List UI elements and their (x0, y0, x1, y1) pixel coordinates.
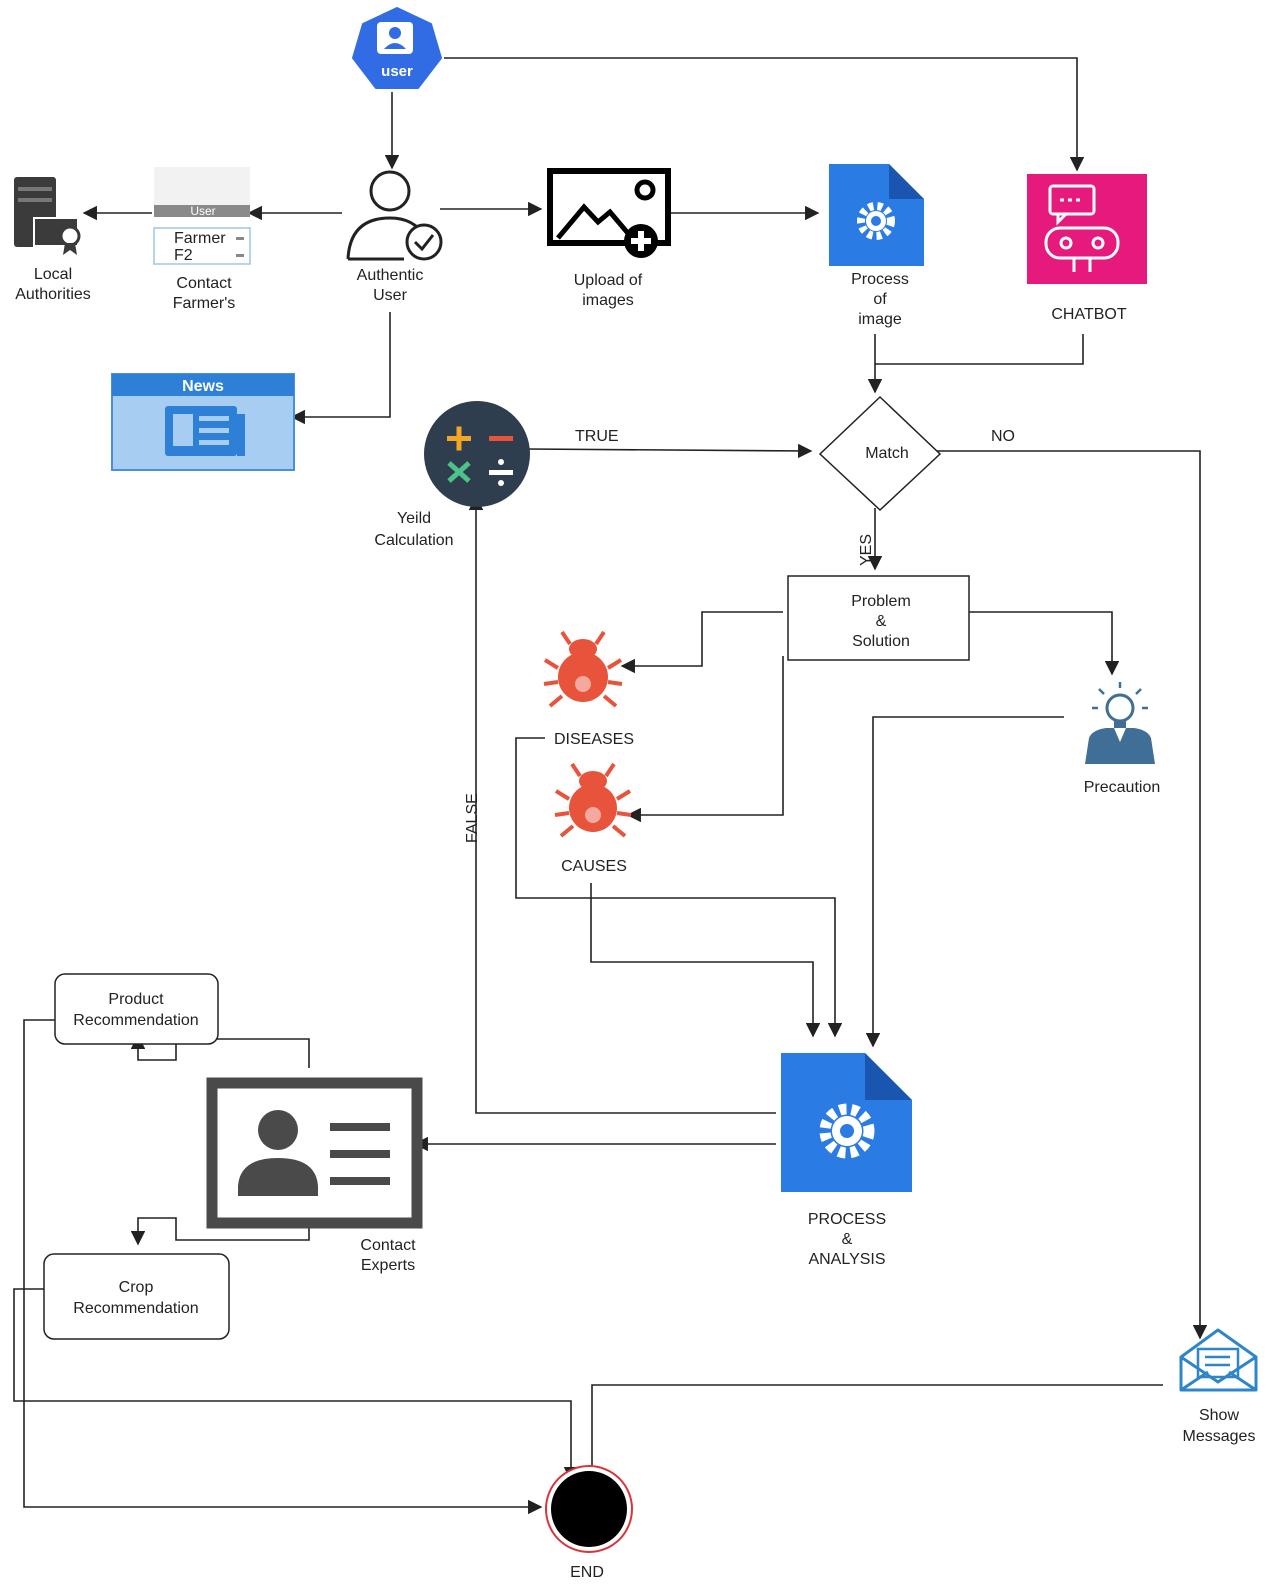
node-user[interactable]: user (352, 7, 442, 89)
node-yield-calculation[interactable]: Yeild Calculation (374, 401, 530, 549)
node-problem-line2: & (876, 613, 887, 630)
user-check-icon (346, 170, 443, 261)
node-chatbot-label: CHATBOT (1051, 306, 1126, 323)
server-certificate-icon (14, 177, 81, 255)
edge-authentic-to-news (290, 312, 391, 425)
node-analysis-line3: ANALYSIS (808, 1251, 885, 1268)
edge-label-no: NO (991, 428, 1015, 445)
bug-icon (543, 630, 623, 708)
edge-yield-to-match (526, 443, 813, 459)
node-analysis-line1: PROCESS (808, 1211, 886, 1228)
node-authentic-user-line1: Authentic (357, 267, 424, 284)
edge-label-true: TRUE (575, 428, 619, 445)
edge-crop-to-end (13, 1288, 579, 1482)
node-upload-images-line2: images (582, 292, 634, 309)
node-diseases[interactable]: DISEASES (543, 630, 634, 748)
node-local-authorities[interactable]: Local Authorities (14, 177, 91, 303)
node-precaution[interactable]: Precaution (1084, 682, 1161, 796)
node-show-messages-line2: Messages (1183, 1428, 1256, 1445)
node-chatbot[interactable]: CHATBOT (1027, 174, 1147, 323)
newspaper-icon (111, 373, 295, 471)
node-problem-solution[interactable]: Problem & Solution (787, 575, 970, 661)
bug-icon (554, 762, 632, 838)
edge-label-yes: YES (858, 534, 875, 566)
edge-problem-to-precaution (963, 611, 1120, 676)
node-diseases-label: DISEASES (554, 731, 634, 748)
node-yield-line2: Calculation (374, 532, 453, 549)
edge-diseases-to-analysis (515, 737, 843, 1038)
node-match-decision[interactable]: Match (818, 395, 942, 512)
edge-precaution-to-analysis (865, 716, 1064, 1048)
node-contact-experts[interactable]: Contact Experts (206, 1077, 423, 1274)
node-process-of-image-line3: image (858, 311, 902, 328)
gear-document-icon (781, 1053, 912, 1192)
edge-match-to-show-messages (933, 450, 1208, 1340)
user-table-icon: User Farmer F2 (153, 167, 251, 265)
contact-farmers-row2: F2 (174, 247, 193, 264)
node-process-of-image-line1: Process (851, 271, 909, 288)
gear-document-icon (829, 164, 924, 266)
node-problem-line3: Solution (852, 633, 910, 650)
node-contact-experts-line1: Contact (360, 1237, 416, 1254)
node-end-label: END (570, 1564, 604, 1581)
node-product-line1: Product (108, 991, 164, 1008)
node-authentic-user-line2: User (373, 287, 407, 304)
node-contact-farmers[interactable]: User Farmer F2 Contact Farmer's (153, 167, 251, 312)
node-crop-line1: Crop (119, 1279, 154, 1296)
node-process-analysis[interactable]: PROCESS & ANALYSIS (781, 1053, 912, 1268)
edge-messages-to-end (584, 1384, 1163, 1482)
node-crop-line2: Recommendation (73, 1300, 198, 1317)
node-upload-images-line1: Upload of (574, 272, 643, 289)
node-crop-recommendation[interactable]: Crop Recommendation (43, 1253, 230, 1340)
node-causes-label: CAUSES (561, 858, 627, 875)
robot-chat-icon (1027, 174, 1147, 284)
node-local-authorities-line1: Local (34, 266, 72, 283)
node-contact-farmers-line2: Farmer's (173, 295, 236, 312)
id-card-icon (206, 1077, 423, 1229)
edge-experts-to-product (130, 1034, 310, 1068)
edge-user-to-chatbot (444, 57, 1085, 172)
node-product-line2: Recommendation (73, 1012, 198, 1029)
node-end[interactable]: END (545, 1465, 633, 1581)
edge-analysis-to-yield (468, 495, 776, 1114)
edge-product-to-end (23, 1019, 543, 1515)
node-problem-line1: Problem (851, 593, 911, 610)
node-local-authorities-line2: Authorities (15, 286, 91, 303)
edge-chatbot-to-match (875, 334, 1084, 365)
edge-label-false: FALSE (464, 793, 481, 843)
image-add-icon (547, 168, 671, 258)
envelope-icon (1179, 1328, 1258, 1392)
calculator-symbols-icon (424, 401, 530, 507)
idea-person-icon (1085, 682, 1155, 764)
node-contact-farmers-line1: Contact (176, 275, 232, 292)
edge-experts-to-crop (130, 1217, 310, 1246)
node-product-recommendation[interactable]: Product Recommendation (54, 973, 219, 1045)
node-contact-experts-line2: Experts (361, 1257, 415, 1274)
edge-causes-to-analysis (590, 883, 821, 1038)
user-badge-icon (352, 7, 442, 89)
contact-farmers-table-header: User (190, 204, 215, 218)
node-upload-images[interactable]: Upload of images (547, 168, 671, 309)
node-process-of-image-line2: of (873, 291, 887, 308)
node-show-messages-line1: Show (1199, 1407, 1239, 1424)
node-match-label: Match (865, 445, 909, 462)
node-analysis-line2: & (842, 1231, 853, 1248)
node-authentic-user[interactable]: Authentic User (346, 170, 443, 304)
edge-problem-to-causes (626, 656, 784, 823)
node-precaution-label: Precaution (1084, 779, 1161, 796)
node-show-messages[interactable]: Show Messages (1179, 1328, 1258, 1445)
node-user-label: user (381, 63, 413, 80)
node-yield-line1: Yeild (397, 510, 431, 527)
node-news[interactable]: News (111, 373, 295, 471)
node-news-label: News (182, 378, 224, 395)
node-process-of-image[interactable]: Process of image (829, 164, 924, 328)
edges (13, 57, 1208, 1515)
node-causes[interactable]: CAUSES (554, 762, 632, 875)
edge-problem-to-diseases (620, 611, 783, 674)
contact-farmers-row1: Farmer (174, 230, 226, 247)
